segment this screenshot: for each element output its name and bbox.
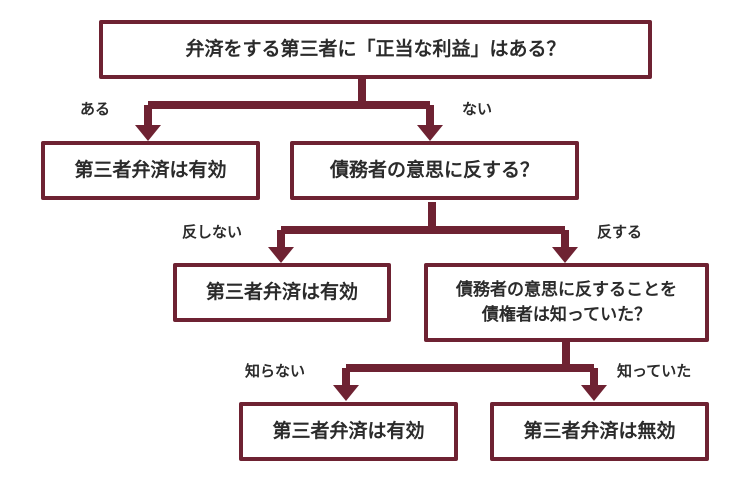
- edge-label-q2-no: 反しない: [182, 223, 243, 241]
- arrowhead-q1-left: [135, 125, 161, 141]
- arrowhead-q3-left: [333, 385, 359, 401]
- arrowhead-q1-right: [417, 125, 443, 141]
- result-node-invalid: 第三者弁済は無効: [490, 402, 709, 461]
- edge-label-q2-yes: 反する: [597, 223, 643, 241]
- arrowhead-q2-right: [552, 247, 578, 263]
- question-line-1: 債務者の意思に反することを: [456, 279, 677, 300]
- result-node-valid-1: 第三者弁済は有効: [41, 141, 260, 200]
- question-node-debtor-intent: 債務者の意思に反する？: [290, 141, 579, 200]
- connector-q1: [144, 78, 434, 128]
- edge-label-q1-no: ない: [462, 100, 493, 118]
- question-line-2: 債権者は知っていた？: [481, 304, 652, 325]
- connector-q3: [342, 340, 598, 388]
- edge-label-q3-yes: 知っていた: [617, 362, 692, 380]
- connector-q2: [277, 202, 569, 250]
- arrowhead-q2-left: [268, 247, 294, 263]
- edge-label-q3-no: 知らない: [245, 362, 306, 380]
- question-node-creditor-knowledge: 債務者の意思に反することを 債権者は知っていた？: [424, 263, 709, 342]
- arrowhead-q3-right: [581, 385, 607, 401]
- result-node-valid-2: 第三者弁済は有効: [173, 263, 391, 322]
- edge-label-q1-yes: ある: [80, 100, 111, 118]
- result-node-valid-3: 第三者弁済は有効: [239, 402, 458, 461]
- question-node-legitimate-interest: 弁済をする第三者に「正当な利益」はある？: [99, 20, 652, 79]
